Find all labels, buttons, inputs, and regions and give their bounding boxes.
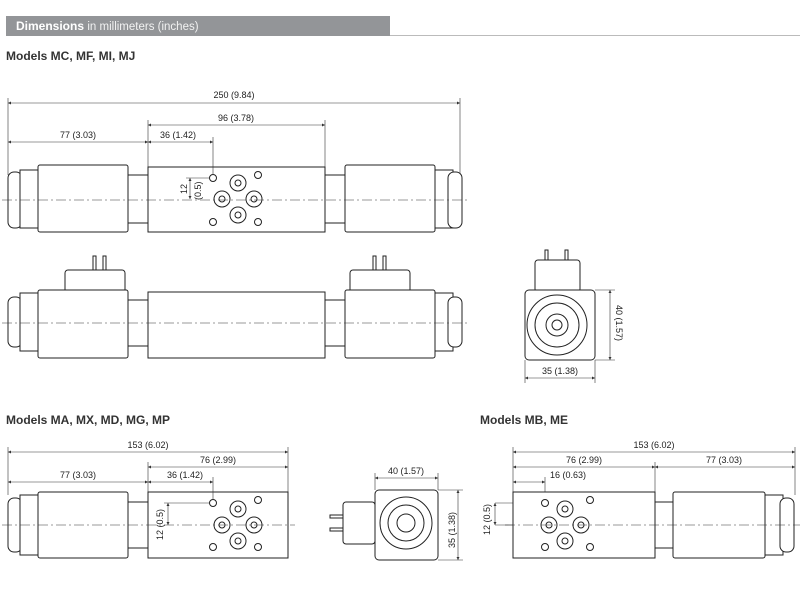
port-outline — [551, 319, 563, 331]
port-outline — [250, 195, 258, 203]
dim-port-offset: 36 (1.42) — [167, 470, 203, 480]
dim-overall: 153 (6.02) — [127, 440, 168, 450]
port-outline — [586, 543, 594, 551]
dim-overall: 250 (9.84) — [213, 90, 254, 100]
dim-coil: 77 (3.03) — [706, 455, 742, 465]
drawing-part — [102, 255, 107, 271]
drawing-part — [19, 292, 39, 352]
drawing-part — [344, 164, 436, 233]
drawing-part — [342, 501, 376, 545]
drawing-part — [372, 255, 377, 271]
port-outline — [234, 211, 242, 219]
dim-end-height: 35 (1.38) — [447, 512, 457, 548]
dim-body: 76 (2.99) — [200, 455, 236, 465]
end-view-mc: 40 (1.57) 35 (1.38) — [524, 249, 624, 383]
port-outline — [541, 499, 549, 507]
drawing-part — [19, 169, 39, 229]
port-outline — [254, 543, 262, 551]
drawing-part — [127, 174, 149, 224]
dim-end-width: 40 (1.57) — [388, 466, 424, 476]
port-outline — [254, 496, 262, 504]
port-outline — [254, 218, 262, 226]
side-view-mc — [2, 255, 470, 359]
dim-port-pitch: 12 (0.5) — [482, 504, 492, 535]
dim-port-offset: 36 (1.42) — [160, 130, 196, 140]
drawing-part — [147, 291, 326, 359]
port-outline — [396, 513, 416, 533]
top-view-mb: 153 (6.02) 76 (2.99) 77 (3.03) 16 (0.63)… — [482, 440, 800, 559]
port-outline — [209, 499, 217, 507]
dim-port-pitch: 12 — [179, 184, 189, 194]
models-title-2: Models MA, MX, MD, MG, MP — [6, 413, 170, 427]
port-outline — [541, 543, 549, 551]
header-subtitle: in millimeters (inches) — [87, 21, 199, 33]
dim-port-pitch-in: (0.5) — [193, 181, 203, 200]
models-title-3: Models MB, ME — [480, 413, 569, 427]
port-outline — [234, 179, 242, 187]
dim-port-offset: 16 (0.63) — [550, 470, 586, 480]
header-title: Dimensions — [16, 19, 85, 33]
top-view-mc: 250 (9.84) 96 (3.78) 77 (3.03) 36 (1.42) — [2, 90, 470, 233]
models-title-1: Models MC, MF, MI, MJ — [6, 49, 136, 63]
drawing-part — [37, 164, 129, 233]
drawing-part — [329, 514, 345, 519]
port-outline — [561, 537, 569, 545]
header-rule — [390, 35, 800, 36]
port-outline — [561, 505, 569, 513]
port-outline — [218, 195, 226, 203]
drawing-part — [382, 255, 387, 271]
dim-end-width: 35 (1.38) — [542, 366, 578, 376]
port-outline — [209, 543, 217, 551]
port-outline — [209, 174, 217, 182]
drawing-part — [344, 289, 436, 359]
drawing-part — [92, 255, 97, 271]
drawing-part — [324, 174, 346, 224]
section-header: Dimensions in millimeters (inches) — [6, 16, 390, 36]
port-outline — [209, 218, 217, 226]
port-outline — [234, 505, 242, 513]
dim-port-pitch: 12 (0.5) — [155, 509, 165, 540]
port-outline — [234, 537, 242, 545]
drawing-part — [447, 296, 463, 348]
end-view-ma: 40 (1.57) 35 (1.38) — [329, 466, 463, 561]
dim-coil: 77 (3.03) — [60, 470, 96, 480]
dim-end-height: 40 (1.57) — [614, 305, 624, 341]
port-pattern — [209, 171, 263, 226]
dim-overall: 153 (6.02) — [633, 440, 674, 450]
port-outline — [586, 496, 594, 504]
port-outline — [254, 171, 262, 179]
top-view-ma: 153 (6.02) 76 (2.99) 77 (3.03) 36 (1.42)… — [2, 440, 295, 559]
drawing-part — [329, 527, 345, 532]
dim-body: 76 (2.99) — [566, 455, 602, 465]
dim-coil: 77 (3.03) — [60, 130, 96, 140]
dim-body: 96 (3.78) — [218, 113, 254, 123]
drawing-part — [37, 289, 129, 359]
drawing-part — [534, 259, 581, 293]
